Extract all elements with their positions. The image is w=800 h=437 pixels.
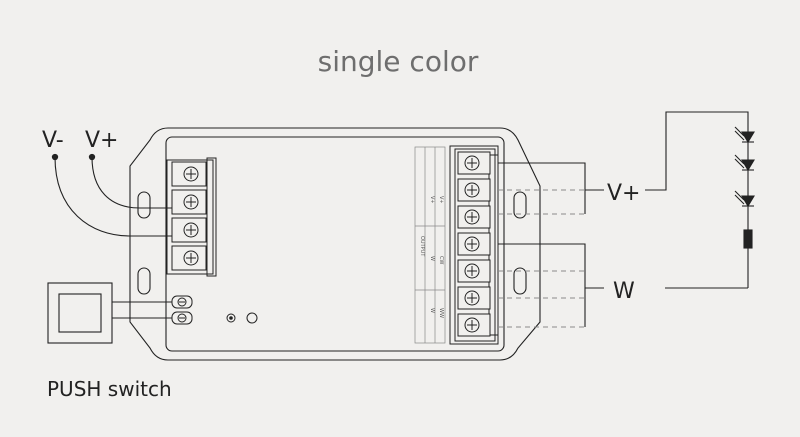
- strip-label: V+: [429, 196, 435, 204]
- strip-label: CW: [438, 256, 444, 264]
- led-icon: [734, 190, 755, 208]
- output-label-strip: [414, 146, 446, 344]
- resistor-icon: [743, 229, 753, 249]
- label-vplus-out: V+: [607, 181, 640, 206]
- diagram-title: single color: [318, 45, 479, 78]
- screw-terminal-icon: [183, 250, 199, 266]
- screw-terminal-icon: [464, 290, 480, 306]
- screw-terminal-icon: [464, 182, 480, 198]
- push-button-icon: [47, 282, 172, 344]
- controller-box: [129, 127, 541, 361]
- output-wires-w: [498, 243, 604, 328]
- status-indicator: [226, 312, 258, 324]
- label-push-switch: PUSH switch: [47, 377, 172, 401]
- strip-label: OUTPUT: [419, 236, 425, 257]
- screw-terminal-icon: [464, 317, 480, 333]
- screw-terminal-icon: [464, 263, 480, 279]
- led-string: [645, 111, 755, 289]
- label-w: W: [613, 279, 635, 304]
- strip-label: W: [429, 308, 435, 313]
- switch-connector: [171, 295, 193, 325]
- strip-label: WW: [438, 308, 444, 318]
- led-icon: [734, 154, 755, 172]
- input-terminal-block: [166, 157, 217, 277]
- output-wires-vplus: [498, 162, 604, 215]
- screw-terminal-icon: [464, 209, 480, 225]
- label-v-minus: V-: [42, 128, 64, 153]
- screw-terminal-icon: [464, 236, 480, 252]
- screw-terminal-icon: [183, 222, 199, 238]
- label-v-plus-in: V+: [85, 128, 118, 153]
- strip-label: W: [429, 256, 435, 261]
- screw-terminal-icon: [183, 166, 199, 182]
- input-wires: [51, 153, 172, 237]
- strip-label: V+: [438, 196, 444, 204]
- screw-terminal-icon: [464, 155, 480, 171]
- led-icon: [734, 126, 755, 144]
- output-terminal-block: [449, 145, 499, 345]
- screw-terminal-icon: [183, 194, 199, 210]
